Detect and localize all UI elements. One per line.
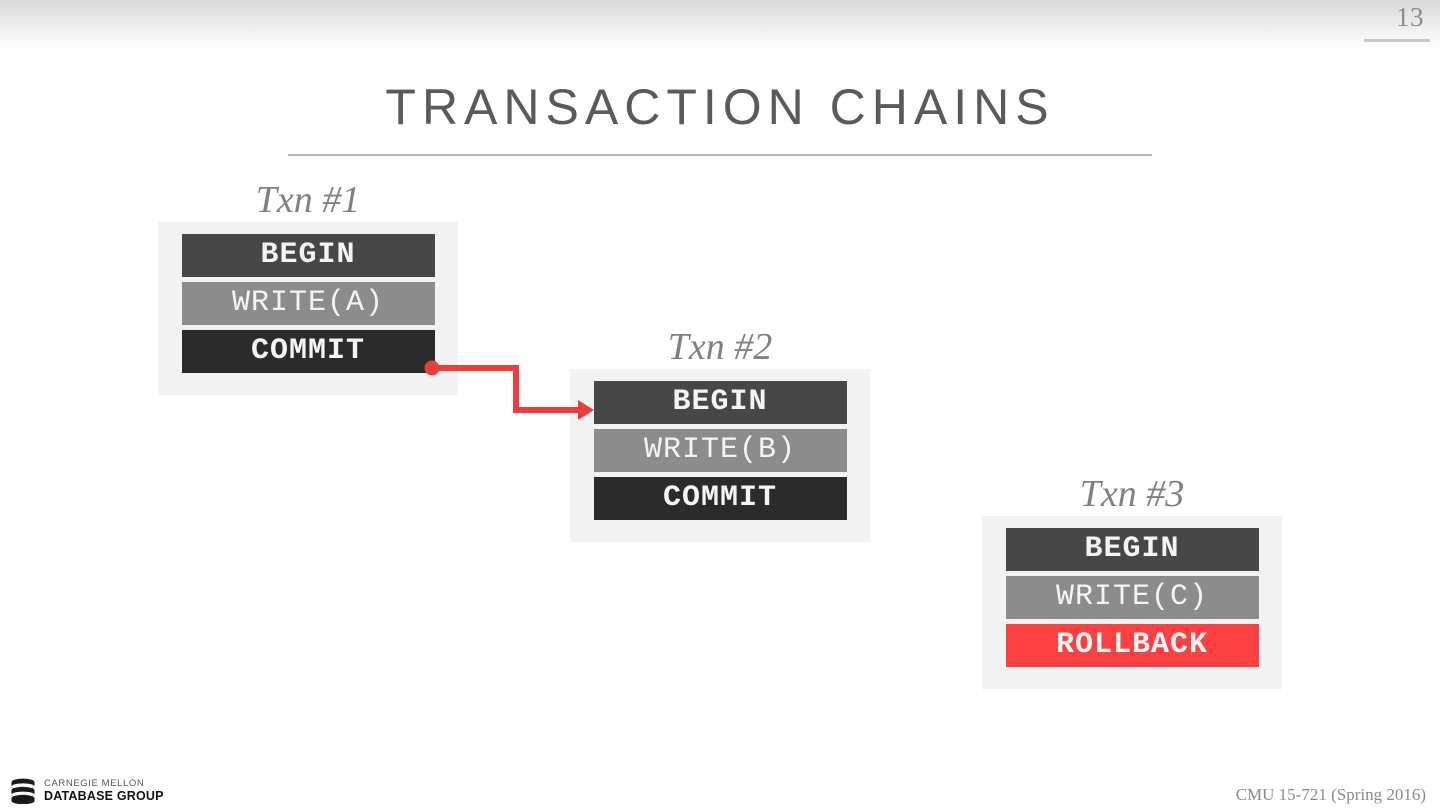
statement-begin: BEGIN [1005, 528, 1259, 571]
database-cylinder-icon [11, 778, 35, 805]
transaction-label: Txn #3 [1079, 473, 1185, 515]
cmu-database-group-logo: CARNEGIE MELLON DATABASE GROUP [10, 778, 164, 805]
statement-write: WRITE(C) [1005, 576, 1259, 619]
page-title: TRANSACTION CHAINS [385, 79, 1055, 135]
transaction-box: BEGIN WRITE(A) COMMIT [158, 222, 458, 395]
transaction-label: Txn #2 [667, 326, 773, 368]
page-number: 13 [1396, 2, 1424, 32]
transaction-box: BEGIN WRITE(C) ROLLBACK [982, 516, 1282, 689]
header-gradient-band [0, 0, 1440, 48]
transaction-label: Txn #1 [255, 179, 361, 221]
statement-rollback: ROLLBACK [1005, 624, 1259, 667]
logo-line-carnegie-mellon: CARNEGIE MELLON [44, 778, 145, 789]
statement-begin: BEGIN [181, 234, 435, 277]
statement-begin: BEGIN [593, 381, 847, 424]
page-number-rule [1364, 39, 1430, 42]
logo-line-database-group: DATABASE GROUP [44, 789, 164, 803]
statement-write: WRITE(A) [181, 282, 435, 325]
title-divider [288, 154, 1152, 156]
logo-wordmark: CARNEGIE MELLON DATABASE GROUP [44, 778, 164, 803]
statement-commit: COMMIT [181, 330, 435, 373]
statement-write: WRITE(B) [593, 429, 847, 472]
statement-commit: COMMIT [593, 477, 847, 520]
footer-course-label: CMU 15-721 (Spring 2016) [1235, 785, 1426, 804]
transaction-box: BEGIN WRITE(B) COMMIT [570, 369, 870, 542]
